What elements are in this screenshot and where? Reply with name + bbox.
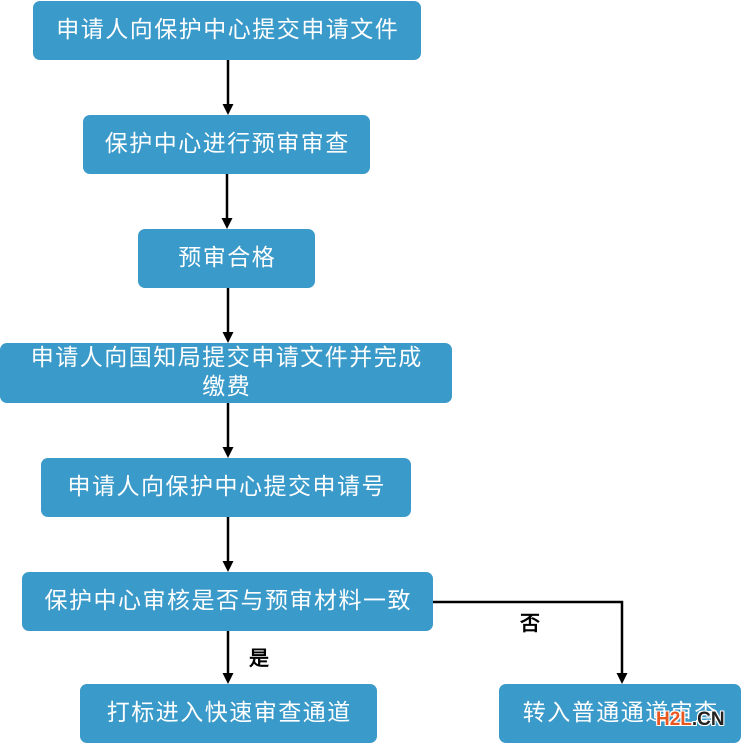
node-label: 转入普通通道审查 (522, 700, 719, 726)
arrow-head (221, 218, 233, 229)
arrow-head (222, 104, 234, 115)
arrow-head (222, 561, 234, 572)
node-label-line-2: 缴费 (202, 374, 252, 400)
node-label: 保护中心审核是否与预审材料一致 (44, 588, 412, 614)
node-label: 预审合格 (178, 245, 277, 271)
node-label: 打标进入快速审查通道 (106, 700, 352, 726)
arrow-cnipa-to-number (222, 403, 234, 458)
node-label: 申请人向保护中心提交申请文件 (56, 17, 400, 43)
node-pre-examination: 保护中心进行预审审查 (83, 115, 370, 174)
watermark-suffix-text: .CN (691, 709, 725, 730)
arrow-head (616, 673, 628, 684)
arrow-number-to-check (222, 517, 234, 572)
arrow-preexam-to-passed (221, 174, 233, 229)
node-submit-application-to-center: 申请人向保护中心提交申请文件 (33, 1, 421, 60)
node-check-consistency-decision: 保护中心审核是否与预审材料一致 (22, 572, 433, 631)
node-label-line-1: 申请人向国知局提交申请文件并完成 (30, 345, 423, 371)
node-submit-application-number: 申请人向保护中心提交申请号 (41, 458, 411, 517)
arrow-passed-to-cnipa (222, 288, 234, 343)
node-label: 保护中心进行预审审查 (104, 131, 350, 157)
arrow-check-to-normal-track (433, 600, 628, 684)
arrow-head (222, 447, 234, 458)
node-label: 申请人向保护中心提交申请号 (67, 474, 386, 500)
arrow-head (222, 673, 234, 684)
node-pre-examination-passed: 预审合格 (138, 229, 315, 288)
edge-label-no: 否 (520, 611, 540, 635)
arrow-submit-to-preexam (222, 60, 234, 115)
arrow-check-to-fast-track (222, 631, 234, 684)
edge-label-yes: 是 (249, 646, 269, 670)
watermark-main-text: H2L (656, 709, 692, 730)
arrow-shaft (433, 600, 624, 674)
watermark-logo: H2L.CN (656, 708, 725, 732)
node-submit-to-cnipa-and-pay: 申请人向国知局提交申请文件并完成 缴费 (0, 343, 452, 403)
node-normal-track: 转入普通通道审查 (499, 684, 741, 743)
arrow-head (222, 332, 234, 343)
node-fast-track: 打标进入快速审查通道 (80, 684, 377, 743)
